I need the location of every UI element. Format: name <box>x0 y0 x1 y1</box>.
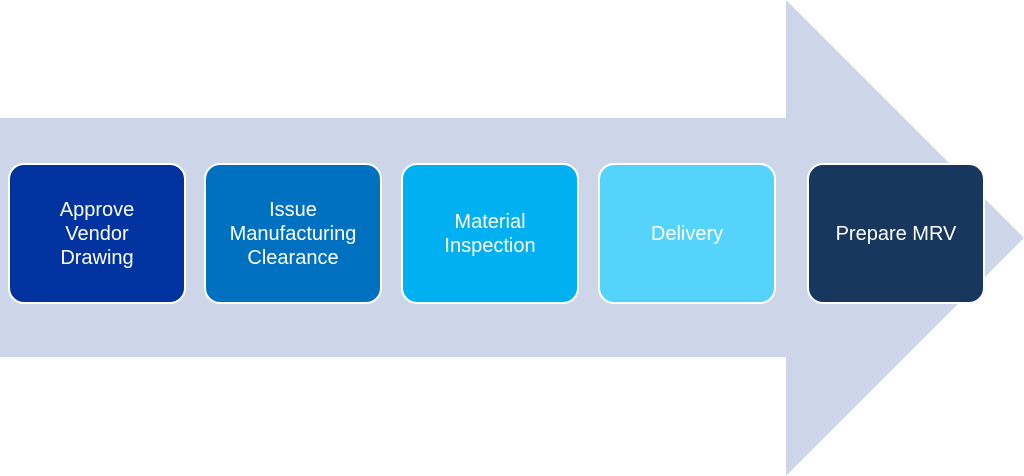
step-label: Delivery <box>650 222 724 245</box>
step-label: Approve Vendor Drawing <box>59 198 135 269</box>
step-prepare-mrv: Prepare MRV <box>807 163 985 304</box>
step-material-inspection: Material Inspection <box>401 163 579 304</box>
step-issue-manufacturing-clearance: Issue Manufacturing Clearance <box>204 163 382 304</box>
step-delivery: Delivery <box>598 163 776 304</box>
step-label: Material Inspection <box>444 210 536 257</box>
step-label: Prepare MRV <box>835 222 957 245</box>
step-approve-vendor-drawing: Approve Vendor Drawing <box>8 163 186 304</box>
step-label: Issue Manufacturing Clearance <box>229 198 357 269</box>
